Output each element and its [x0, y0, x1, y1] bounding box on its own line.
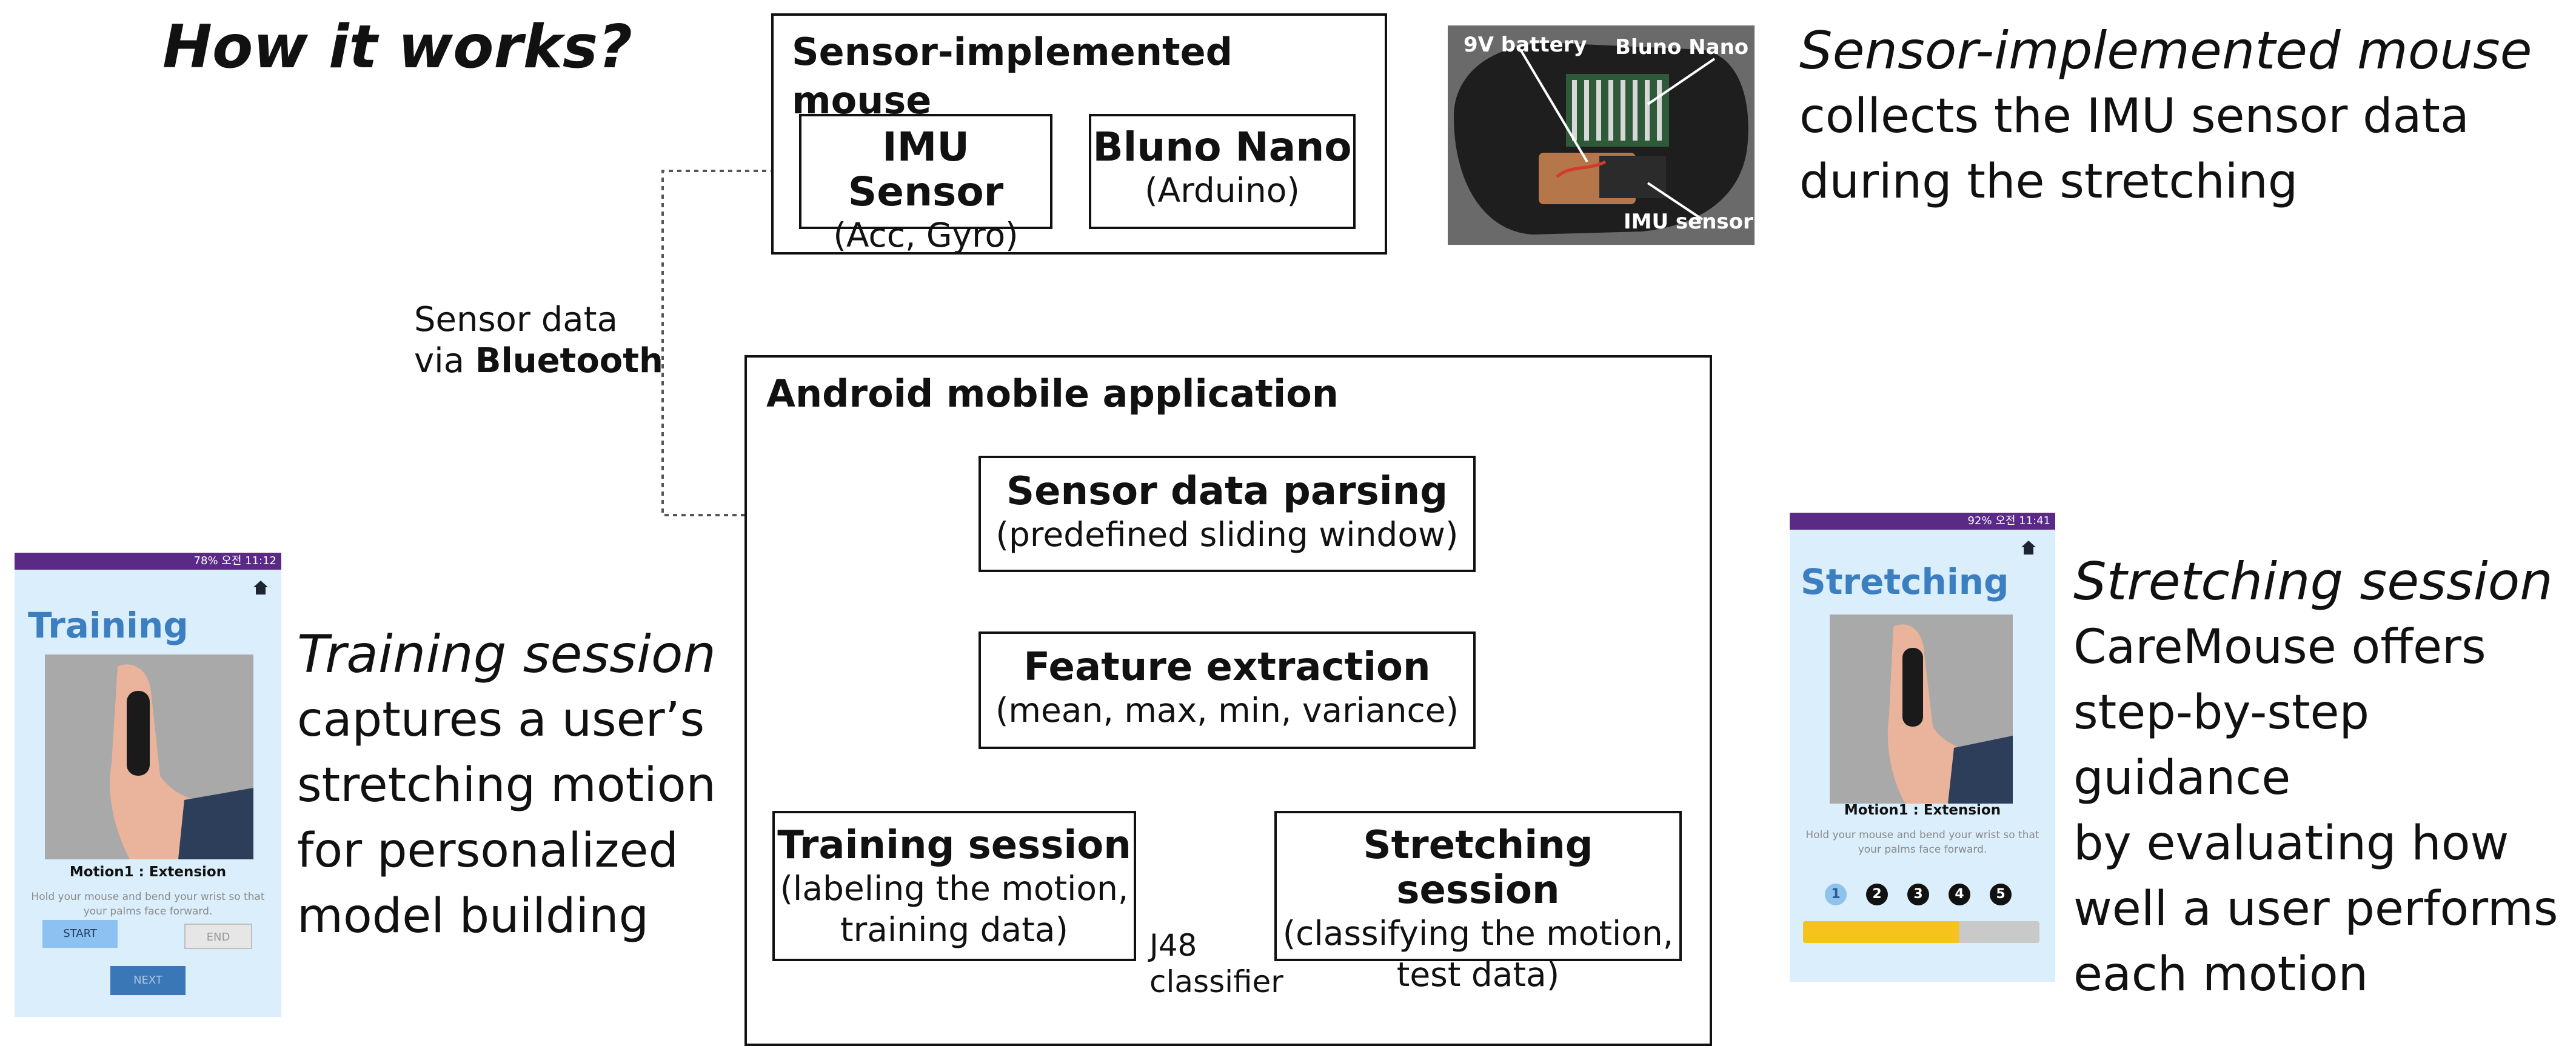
training-description-line3: for personalized: [297, 824, 678, 878]
bluno-photo-label: Bluno Nano: [1615, 35, 1749, 59]
training-hand-photo: [45, 655, 253, 859]
training-node-sub1: (labeling the motion,: [780, 869, 1129, 908]
mouse-description-line1: collects the IMU sensor data: [1799, 89, 2469, 144]
mouse-description-title: Sensor-implemented mouse: [1799, 21, 2532, 81]
stretching-description-title: Stretching session: [2073, 551, 2553, 612]
hand-mouse-drawing: [45, 655, 253, 859]
stretching-status-bar: 92% 오전 11:41: [1790, 513, 2055, 530]
step-indicator-3: 3: [1907, 884, 1929, 905]
stretching-description-line4: well a user performs: [2073, 882, 2558, 936]
training-motion-label: Motion1 : Extension: [69, 864, 227, 880]
training-session-node: Training session (labeling the motion, t…: [772, 811, 1136, 961]
progress-fill: [1803, 921, 1959, 943]
end-button[interactable]: END: [184, 924, 252, 949]
training-description: Training session captures a user’s stret…: [297, 622, 716, 949]
training-hint-line2: your palms face forward.: [83, 905, 213, 918]
home-icon[interactable]: [2021, 541, 2036, 555]
classifier-line1: J48: [1149, 928, 1197, 963]
mouse-hardware-photo: 9V battery Bluno Nano IMU sensor: [1448, 25, 1755, 245]
start-button[interactable]: START: [42, 920, 118, 948]
stretching-description-line3: by evaluating how: [2073, 816, 2509, 871]
stretching-description: Stretching session CareMouse offers step…: [2073, 549, 2576, 1007]
stretching-description-line5: each motion: [2073, 947, 2369, 1002]
stretching-node-title: Stretching session: [1363, 823, 1593, 913]
bluetooth-label: Sensor data via Bluetooth: [414, 299, 663, 382]
step-indicator-1: 1: [1825, 884, 1847, 905]
sensor-data-parsing-node: Sensor data parsing (predefined sliding …: [979, 456, 1476, 572]
parsing-title: Sensor data parsing: [1006, 469, 1448, 514]
bluno-nano-sub: (Arduino): [1145, 171, 1300, 210]
features-title: Feature extraction: [1023, 645, 1431, 690]
stretching-node-sub2: test data): [1396, 955, 1560, 994]
bluno-nano-node: Bluno Nano (Arduino): [1089, 114, 1356, 229]
sensor-mouse-box-title: Sensor-implemented mouse: [792, 30, 1233, 122]
stretching-motion-label: Motion1 : Extension: [1844, 802, 2001, 818]
imu-sensor-node: IMU Sensor (Acc, Gyro): [799, 114, 1052, 255]
training-description-title: Training session: [297, 624, 716, 685]
training-description-line4: model building: [297, 889, 649, 944]
stretching-hint-line1: Hold your mouse and bend your wrist so t…: [1805, 829, 2039, 841]
stretching-hand-photo: [1830, 615, 2013, 804]
mouse-hardware-drawing: [1448, 25, 1755, 245]
stretching-description-line1: CareMouse offers: [2073, 620, 2486, 675]
stretching-hint: Hold your mouse and bend your wrist so t…: [1802, 828, 2043, 857]
bluno-nano-title: Bluno Nano: [1092, 124, 1352, 170]
training-node-sub2: training data): [840, 910, 1068, 949]
stretching-session-node: Stretching session (classifying the moti…: [1274, 811, 1682, 994]
training-screen-title: Training: [28, 605, 189, 646]
android-app-box-title: Android mobile application: [766, 371, 1339, 416]
feature-extraction-node: Feature extraction (mean, max, min, vari…: [979, 631, 1476, 749]
training-node-title: Training session: [777, 823, 1131, 868]
progress-track: [1803, 921, 2039, 943]
page-title: How it works?: [162, 13, 633, 82]
training-description-line2: stretching motion: [297, 758, 716, 813]
battery-photo-label: 9V battery: [1464, 33, 1587, 57]
stretching-screen-title: Stretching: [1801, 561, 2009, 602]
bluetooth-label-line1: Sensor data: [414, 300, 618, 339]
mouse-description: Sensor-implemented mouse collects the IM…: [1799, 18, 2532, 215]
stretching-node-sub1: (classifying the motion,: [1282, 914, 1674, 953]
step-indicator-4: 4: [1949, 884, 1970, 905]
stretching-description-line2: step-by-step guidance: [2073, 685, 2370, 805]
bluetooth-label-prefix: via: [414, 341, 475, 381]
step-indicator-5: 5: [1990, 884, 2012, 905]
stretching-hint-line2: your palms face forward.: [1858, 844, 1987, 856]
bluetooth-label-bold: Bluetooth: [475, 341, 663, 381]
training-phone-screen: 78% 오전 11:12 Training Motion1 : Extensio…: [15, 553, 281, 1017]
stretching-phone-screen: 92% 오전 11:41 Stretching Motion1 : Extens…: [1790, 513, 2055, 982]
training-hint: Hold your mouse and bend your wrist so t…: [27, 890, 269, 919]
mouse-description-line2: during the stretching: [1799, 155, 2298, 209]
imu-sensor-sub: (Acc, Gyro): [833, 216, 1019, 255]
training-description-line1: captures a user’s: [297, 693, 705, 747]
training-status-bar: 78% 오전 11:12: [15, 553, 281, 570]
classifier-line2: classifier: [1149, 964, 1283, 999]
home-icon[interactable]: [253, 581, 268, 595]
training-hint-line1: Hold your mouse and bend your wrist so t…: [31, 891, 265, 903]
parsing-sub: (predefined sliding window): [995, 515, 1459, 554]
step-indicator-2: 2: [1866, 884, 1888, 905]
features-sub: (mean, max, min, variance): [995, 691, 1459, 730]
next-button[interactable]: NEXT: [110, 966, 186, 995]
imu-sensor-title: IMU Sensor: [848, 124, 1004, 215]
hand-mouse-drawing: [1830, 615, 2013, 804]
j48-classifier-label: J48 classifier: [1149, 927, 1283, 1000]
imu-photo-label: IMU sensor: [1624, 210, 1753, 234]
